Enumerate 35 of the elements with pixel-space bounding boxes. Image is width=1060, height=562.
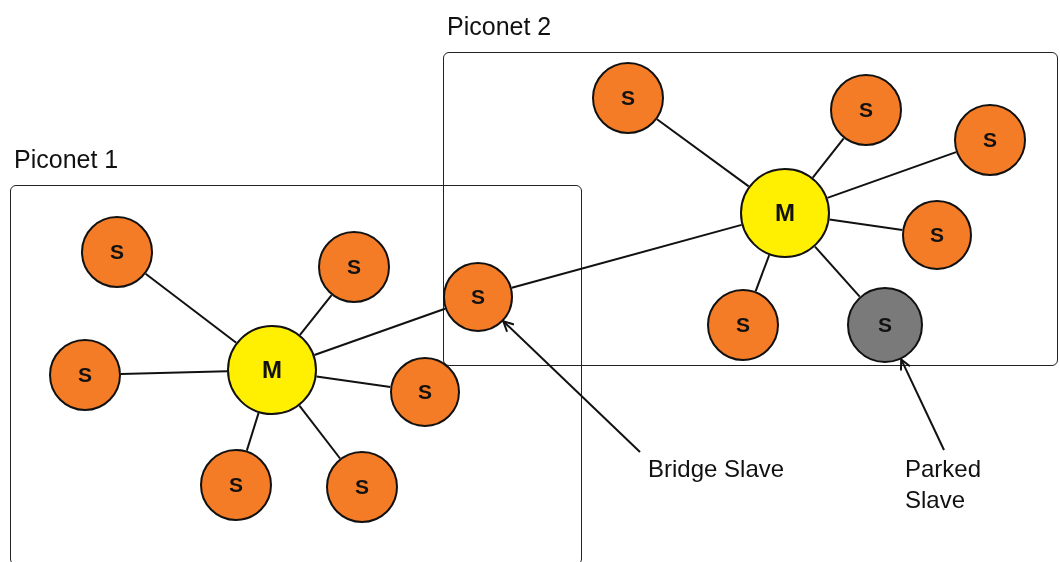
slave-node: S [954, 104, 1026, 176]
slave-node: S [326, 451, 398, 523]
link-line [315, 375, 392, 388]
group-title: Piconet 1 [14, 145, 119, 174]
link-line [754, 254, 771, 293]
link-line [299, 294, 333, 336]
master-node: M [740, 168, 830, 258]
slave-node: S [318, 231, 390, 303]
link-line [120, 370, 228, 375]
slave-node: S [902, 200, 972, 270]
callout-label: Bridge Slave [648, 453, 828, 485]
link-line [510, 223, 743, 289]
group-title: Piconet 2 [447, 12, 552, 41]
link-line [144, 272, 238, 344]
slave-node: S [592, 62, 664, 134]
slave-node: S [443, 262, 513, 332]
link-line [313, 307, 446, 356]
slave-node: S [200, 449, 272, 521]
callout-label: Parked Slave [905, 453, 1005, 516]
link-line [298, 404, 342, 460]
link-line [811, 137, 845, 179]
link-line [245, 411, 260, 452]
slave-node: S [707, 289, 779, 361]
parked-slave-node: S [847, 287, 923, 363]
master-node: M [227, 325, 317, 415]
leader-arrow [899, 358, 945, 451]
leader-arrow [502, 320, 641, 453]
link-line [814, 245, 861, 298]
slave-node: S [390, 357, 460, 427]
link-line [826, 151, 958, 199]
link-line [656, 118, 750, 188]
link-line [828, 218, 904, 231]
slave-node: S [81, 216, 153, 288]
slave-node: S [49, 339, 121, 411]
slave-node: S [830, 74, 902, 146]
